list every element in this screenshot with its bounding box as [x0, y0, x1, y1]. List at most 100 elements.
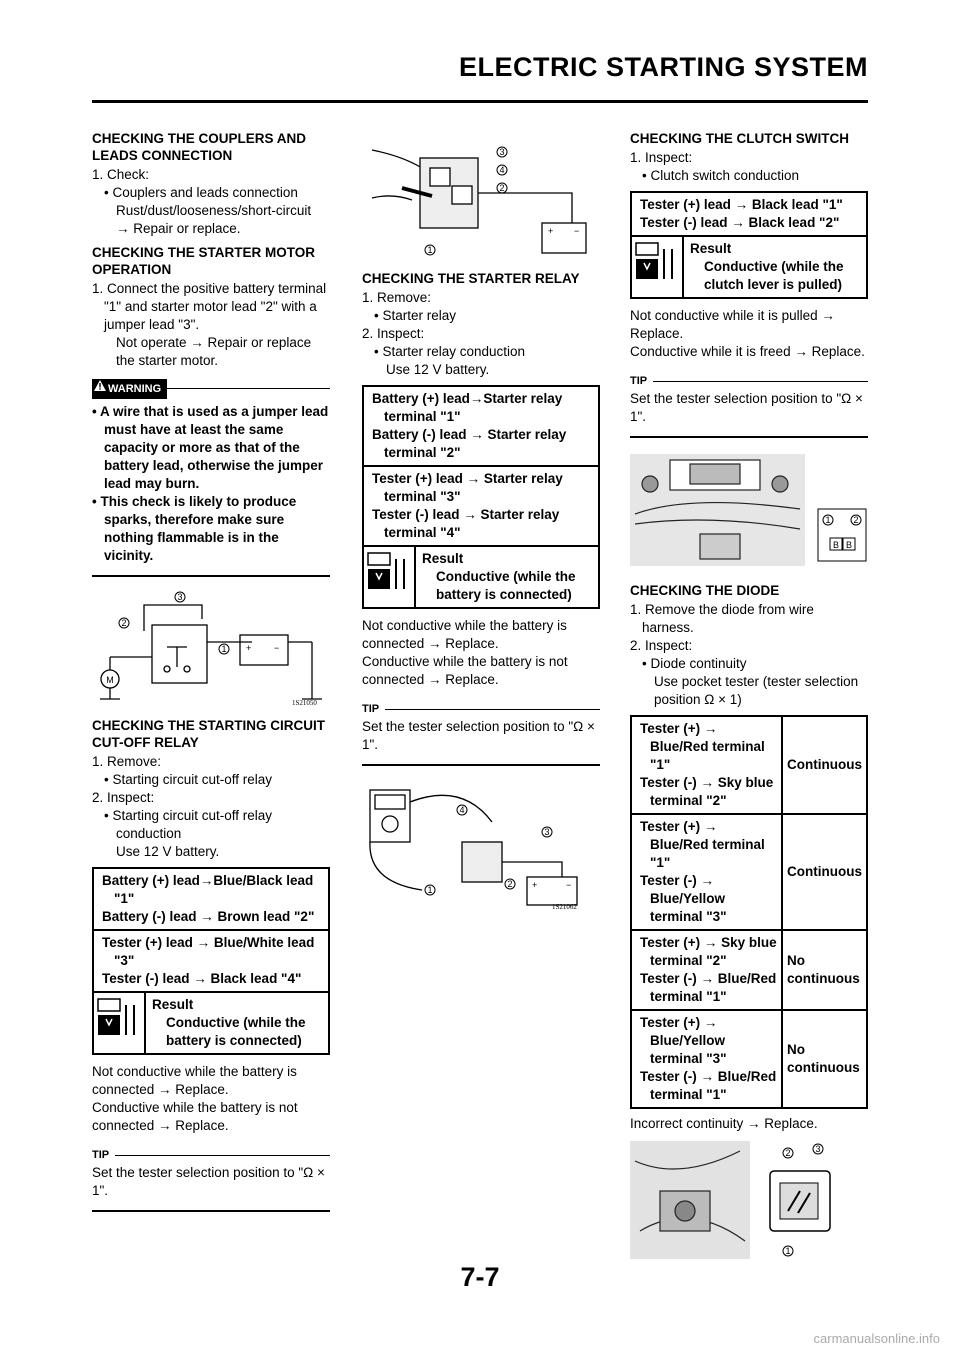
text-use-battery-2: Use 12 V battery.: [386, 362, 490, 377]
svg-text:+: +: [246, 643, 251, 653]
result-label: Result: [422, 551, 464, 566]
section-title-starter-motor: CHECKING THE STARTER MOTOR OPERATION: [92, 245, 316, 277]
tip-box-3: TIP Set the tester selection position to…: [630, 372, 868, 438]
tester-icon: [94, 993, 146, 1053]
svg-text:3: 3: [816, 1144, 821, 1154]
result-box-2: Result Conductive (while the battery is …: [362, 547, 600, 609]
tip-box-2: TIP Set the tester selection position to…: [362, 700, 600, 766]
table-cell-result: No continuous: [781, 929, 868, 1011]
header-rule: [92, 100, 868, 103]
bullet-clutch-conduction: Clutch switch conduction: [630, 167, 868, 185]
note-conductive-2: Conductive while the battery is not conn…: [362, 654, 568, 687]
section-title-diode: CHECKING THE DIODE: [630, 583, 780, 598]
diode-photo: 2 3 1: [630, 1141, 831, 1259]
page-number: 7-7: [460, 1262, 500, 1292]
starter-relay-diagram: 3 4 2 1 +−: [371, 146, 587, 256]
spec-row-3: Tester (+) lead → Blue/White lead "3": [102, 935, 315, 968]
note-incorrect-continuity: Incorrect continuity → Replace.: [630, 1116, 818, 1131]
step-remove-diode: 1. Remove the diode from wire harness.: [630, 602, 814, 635]
spec-row-4: Tester (-) lead → Black lead "4": [102, 971, 302, 986]
warning-icon: [94, 380, 106, 391]
spec-row-2: Battery (-) lead → Starter relay termina…: [372, 427, 567, 460]
table-row: Tester (+) → Blue/Red terminal "1"Tester…: [629, 813, 868, 931]
svg-text:4: 4: [500, 165, 505, 175]
svg-text:+: +: [532, 880, 537, 890]
tip-box: TIP Set the tester selection position to…: [92, 1146, 330, 1212]
starter-motor-diagram: M 2 3 1 +− 1S21050: [100, 591, 322, 707]
text-pocket-tester: Use pocket tester (tester selection posi…: [654, 674, 859, 707]
bullet-starter-relay: Starter relay: [362, 307, 600, 325]
step-inspect: 2. Inspect:: [92, 790, 155, 805]
svg-text:1: 1: [428, 245, 433, 255]
tip-tag: TIP: [362, 700, 386, 718]
table-row: Tester (+) → Blue/Red terminal "1"Tester…: [629, 715, 868, 815]
svg-text:3: 3: [178, 592, 183, 602]
svg-text:2: 2: [122, 618, 127, 628]
svg-text:2: 2: [508, 879, 513, 889]
clutch-switch-photo: 1 2 B B: [630, 454, 867, 566]
warning-label: WARNING: [108, 383, 162, 395]
note-not-conductive-2: Not conductive while the battery is conn…: [362, 618, 567, 651]
result-value: Conductive (while the battery is connect…: [436, 569, 576, 602]
figure-code: 1S21062: [552, 903, 577, 911]
svg-text:2: 2: [500, 183, 505, 193]
svg-text:−: −: [566, 880, 571, 890]
note-pulled: Not conductive while it is pulled → Repl…: [630, 308, 835, 341]
warning-box: WARNING • A wire that is used as a jumpe…: [92, 379, 330, 577]
table-row: Tester (+) → Blue/Yellow terminal "3"Tes…: [629, 1009, 868, 1109]
figure-code: 1S21050: [292, 699, 317, 707]
bullet-relay-conduction: Starting circuit cut-off relay conductio…: [92, 807, 330, 843]
result-value: Conductive (while the clutch lever is pu…: [704, 259, 844, 292]
svg-text:2: 2: [854, 515, 859, 525]
text-rust: Rust/dust/looseness/short-circuit: [116, 203, 312, 218]
svg-text:1: 1: [786, 1246, 791, 1256]
table-cell: Tester (-) → Blue/Red terminal "1": [640, 1069, 777, 1102]
table-cell: Tester (+) → Blue/Yellow terminal "3": [640, 1015, 727, 1066]
svg-text:B: B: [833, 540, 839, 550]
spec-row-1: Tester (+) lead → Black lead "1": [640, 197, 843, 212]
step-inspect-2: 2. Inspect:: [362, 326, 425, 341]
column-2: 3 4 2 1 +− CHECKING THE STARTER RELAY 1.…: [362, 130, 600, 922]
result-box: Result Conductive (while the battery is …: [92, 993, 330, 1055]
table-row: Tester (+) → Sky blue terminal "2"Tester…: [629, 929, 868, 1011]
svg-text:+: +: [548, 226, 553, 236]
section-title-starter-relay: CHECKING THE STARTER RELAY: [362, 271, 580, 286]
spec-box-2: Battery (+) lead→Starter relay terminal …: [362, 385, 600, 547]
warning-text-1: • A wire that is used as a jumper lead m…: [92, 404, 329, 491]
tester-relay-diagram: 4 3 2 1 +− 1S21062: [369, 789, 578, 911]
bullet-cutoff-relay: Starting circuit cut-off relay: [92, 771, 330, 789]
table-cell: Tester (-) → Blue/Yellow terminal "3": [640, 873, 727, 924]
column-3: CHECKING THE CLUTCH SWITCH 1. Inspect: C…: [629, 130, 868, 1271]
text-not-operate: Not operate → Repair or replace the star…: [116, 335, 312, 368]
result-label: Result: [690, 241, 732, 256]
watermark: carmanualsonline.info: [813, 1331, 940, 1346]
tip-text: Set the tester selection position to "Ω …: [92, 1165, 325, 1198]
bullet-diode-continuity: Diode continuity: [630, 655, 868, 673]
table-cell-result: Continuous: [781, 715, 868, 815]
svg-text:3: 3: [545, 827, 550, 837]
spec-row-2: Battery (-) lead → Brown lead "2": [102, 909, 315, 924]
tester-icon: [364, 547, 416, 607]
svg-text:1: 1: [826, 515, 831, 525]
bullet-couplers: Couplers and leads connection: [92, 184, 330, 202]
table-cell-result: Continuous: [781, 813, 868, 931]
step-remove: 1. Remove:: [92, 754, 162, 769]
text-repair: → Repair or replace.: [116, 221, 241, 236]
table-cell: Tester (-) → Blue/Red terminal "1": [640, 971, 777, 1004]
section-title-cutoff-relay: CHECKING THE STARTING CIRCUIT CUT-OFF RE…: [92, 718, 325, 750]
svg-text:1: 1: [222, 644, 227, 654]
tip-text: Set the tester selection position to "Ω …: [362, 719, 595, 752]
spec-box-3: Tester (+) lead → Black lead "1" Tester …: [630, 191, 868, 237]
diode-table: Tester (+) → Blue/Red terminal "1"Tester…: [629, 715, 868, 1109]
warning-tag: WARNING: [92, 379, 168, 399]
page-title: ELECTRIC STARTING SYSTEM: [458, 52, 868, 82]
tester-icon: [632, 237, 684, 297]
table-cell: Tester (-) → Sky blue terminal "2": [640, 775, 774, 808]
tip-text: Set the tester selection position to "Ω …: [630, 391, 863, 424]
warning-text-2: • This check is likely to produce sparks…: [92, 494, 297, 563]
step-inspect-3: 1. Inspect:: [630, 150, 693, 165]
result-box-3: Result Conductive (while the clutch leve…: [630, 237, 868, 299]
text-use-battery: Use 12 V battery.: [116, 844, 220, 859]
table-cell: Tester (+) → Blue/Red terminal "1": [640, 721, 765, 772]
spec-row-1: Battery (+) lead→Blue/Black lead "1": [102, 873, 314, 906]
